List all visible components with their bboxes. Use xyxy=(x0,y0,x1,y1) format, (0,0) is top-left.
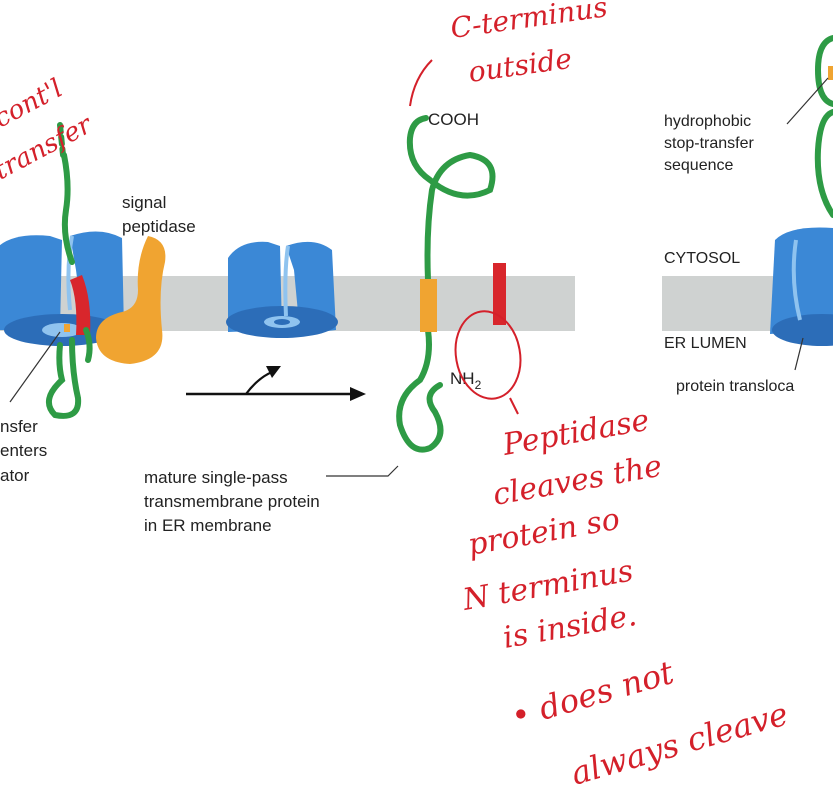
stop-transfer-pointer xyxy=(786,77,829,125)
mature-protein-chain xyxy=(396,115,496,453)
left-cut-label-3: ator xyxy=(0,466,30,485)
mature-pointer-line xyxy=(326,465,399,477)
cooh-label: COOH xyxy=(428,110,479,129)
right-protein-chain xyxy=(814,35,833,218)
signal-peptidase-label-2: peptidase xyxy=(122,217,196,236)
mature-label-1: mature single-pass xyxy=(144,468,288,487)
cytosol-label: CYTOSOL xyxy=(664,250,740,267)
translocator-label: protein transloca xyxy=(676,378,794,395)
translocator-pointer xyxy=(794,337,804,371)
left-protein-chain xyxy=(45,122,93,419)
right-panel-divider xyxy=(575,0,662,811)
nh2-sub: 2 xyxy=(475,378,482,392)
mature-label-2: transmembrane protein xyxy=(144,492,320,511)
er-lumen-label: ER LUMEN xyxy=(664,335,747,352)
release-arrow-head xyxy=(266,366,281,378)
left-pointer-line xyxy=(9,331,61,403)
mature-transmembrane-segment xyxy=(420,279,437,332)
right-stop-transfer-segment xyxy=(828,66,833,80)
stop-transfer-label-3: sequence xyxy=(664,157,733,174)
signal-peptidase-label-1: signal xyxy=(122,193,166,212)
nh2-circle xyxy=(454,310,522,400)
left-signal-anchor xyxy=(70,275,91,335)
signal-peptidase-shape xyxy=(96,236,166,364)
left-cut-label-2: enters xyxy=(0,441,47,460)
left-orange-mark xyxy=(64,324,70,332)
nh2-circle-tail xyxy=(509,397,519,415)
stop-transfer-label-1: hydrophobic xyxy=(664,113,751,130)
left-cut-label-1: nsfer xyxy=(0,417,38,436)
nh2-label: NH2 xyxy=(450,369,482,392)
process-arrow-head xyxy=(350,387,366,401)
c-terminus-note-stroke xyxy=(409,59,433,107)
middle-translocator xyxy=(226,241,338,338)
c-terminus-note-2: outside xyxy=(466,42,574,89)
release-arrow xyxy=(245,370,273,395)
mature-label-3: in ER membrane xyxy=(144,516,272,535)
right-translocator xyxy=(770,227,833,346)
cleaved-signal-anchor xyxy=(493,263,506,325)
stop-transfer-label-2: stop-transfer xyxy=(664,135,754,152)
